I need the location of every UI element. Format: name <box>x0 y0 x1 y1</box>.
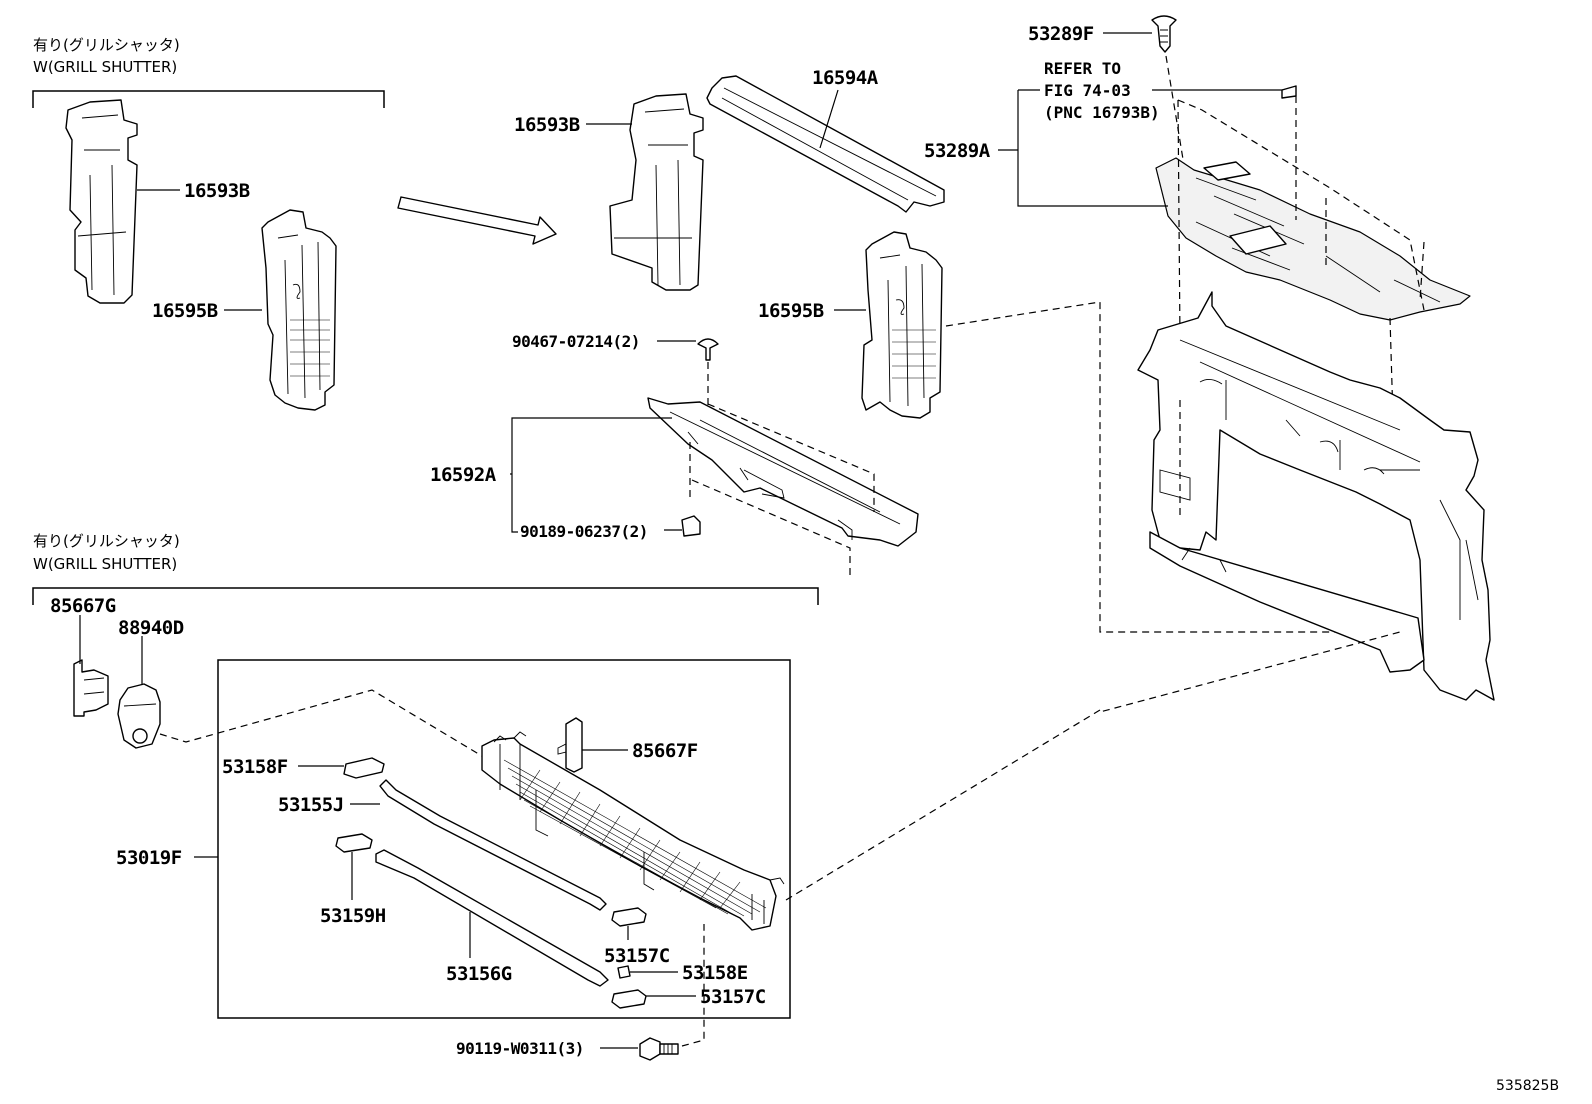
note-bottom-jp: 有り(グリルシャッタ) <box>33 532 180 550</box>
part-90467-07214-drawing <box>697 338 719 361</box>
part-90119-W0311-drawing <box>639 1037 679 1061</box>
label-53159H: 53159H <box>320 905 386 927</box>
part-16595B-mid-drawing <box>861 231 943 419</box>
radiator-support-drawing <box>1137 291 1495 701</box>
leader-16592A-bracket <box>511 417 672 533</box>
part-85667F-drawing <box>557 717 583 773</box>
dash-16595B-mid-to-support <box>945 301 1400 633</box>
label-90467: 90467-07214(2) <box>512 332 640 351</box>
label-88940D: 88940D <box>118 617 184 639</box>
dash-88940D-to-frame <box>159 689 483 757</box>
label-53019F: 53019F <box>116 847 182 869</box>
grill-shutter-bracket-top <box>32 90 385 108</box>
refer-line-3: (PNC 16793B) <box>1044 103 1160 122</box>
label-16595B-left: 16595B <box>152 300 218 322</box>
part-grill-shutter-frame-drawing <box>481 731 785 931</box>
part-88940D-drawing <box>117 683 161 749</box>
note-top-jp: 有り(グリルシャッタ) <box>33 36 180 54</box>
label-53156G: 53156G <box>446 963 512 985</box>
label-53289F: 53289F <box>1028 23 1094 45</box>
label-53157C-b: 53157C <box>700 986 766 1008</box>
part-53289A-drawing <box>1155 157 1471 321</box>
label-16595B-mid: 16595B <box>758 300 824 322</box>
refer-seal-part <box>1281 85 1297 99</box>
label-16594A: 16594A <box>812 67 879 89</box>
part-16595B-left-drawing <box>261 209 337 411</box>
label-53158E: 53158E <box>682 962 748 984</box>
part-16594A-drawing <box>706 75 945 213</box>
part-53155J-drawing <box>379 779 607 911</box>
part-53159H-drawing <box>335 833 373 853</box>
leader-16594A <box>819 89 839 149</box>
part-16593B-mid-drawing <box>609 93 704 291</box>
part-53158F-drawing <box>343 757 385 779</box>
label-85667F: 85667F <box>632 740 698 762</box>
label-53158F: 53158F <box>222 756 288 778</box>
label-85667G: 85667G <box>50 595 116 617</box>
dash-53289A-box <box>1177 96 1425 453</box>
label-53289A: 53289A <box>924 140 991 162</box>
part-53156G-drawing <box>375 849 609 987</box>
label-53155J: 53155J <box>278 794 344 816</box>
note-bottom-en: W(GRILL SHUTTER) <box>33 555 177 573</box>
figure-id: 535825B <box>1496 1078 1559 1094</box>
grill-shutter-bracket-bottom <box>32 587 819 605</box>
label-16592A: 16592A <box>430 464 497 486</box>
part-53158E-drawing <box>617 965 631 979</box>
label-16593B-mid: 16593B <box>514 114 580 136</box>
dash-53289F <box>1165 55 1195 227</box>
kit-53019F-frame <box>217 659 791 1019</box>
direction-arrow <box>397 196 557 245</box>
part-53157C-a-drawing <box>611 907 647 927</box>
part-53289F-drawing <box>1151 15 1177 53</box>
part-53157C-b-drawing <box>611 989 647 1009</box>
label-90189: 90189-06237(2) <box>520 522 648 541</box>
label-16593B-left: 16593B <box>184 180 250 202</box>
refer-line-1: REFER TO <box>1044 59 1121 78</box>
part-16592A-drawing <box>647 397 919 547</box>
part-16593B-left-drawing <box>65 99 138 304</box>
part-90189-06237-drawing <box>681 515 701 537</box>
refer-line-2: FIG 74-03 <box>1044 81 1131 100</box>
label-53157C-a: 53157C <box>604 945 670 967</box>
label-90119: 90119-W0311(3) <box>456 1039 584 1058</box>
note-top-en: W(GRILL SHUTTER) <box>33 58 177 76</box>
dash-90119 <box>681 924 705 1047</box>
dash-frame-to-support <box>785 631 1401 901</box>
dash-16592A-box <box>689 403 875 576</box>
part-85667G-drawing <box>73 659 109 717</box>
